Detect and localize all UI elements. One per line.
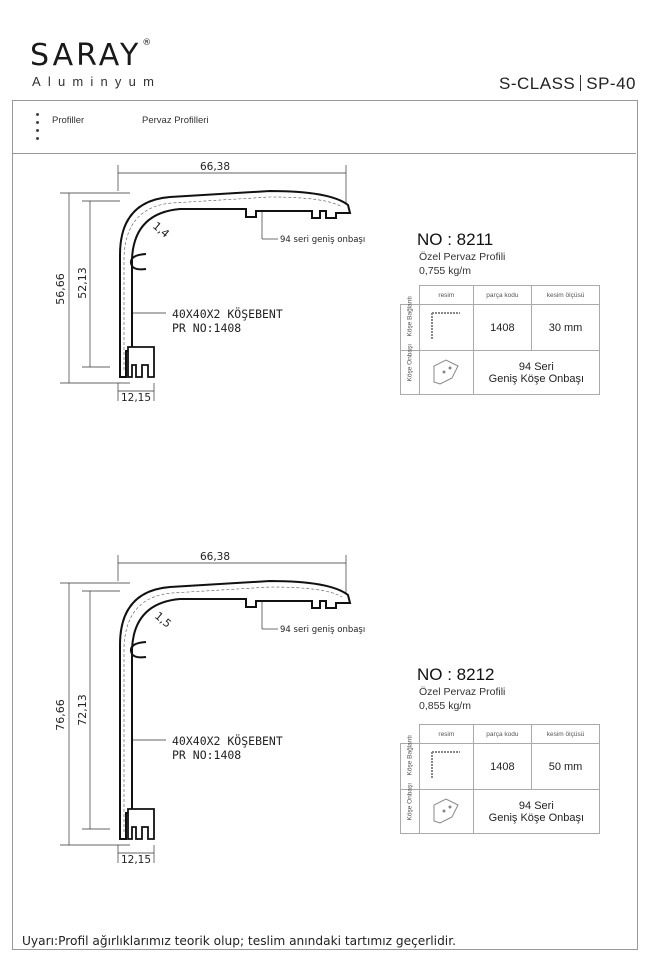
series-code: SP-40 [586, 74, 636, 93]
dim-height-inner: 52,13 [76, 267, 89, 299]
row-label-onbasi: Köşe Onbaşı [406, 782, 414, 821]
label-prno: PR NO:1408 [172, 748, 241, 762]
menu-dots-icon [36, 113, 39, 145]
nav-item-pervaz: Pervaz Profilleri [142, 115, 209, 126]
profile-weight: 0,855 kg/m [419, 700, 471, 712]
profile-name: Özel Pervaz Profili [419, 251, 506, 263]
series-separator [580, 75, 582, 91]
corner-piece-icon [433, 359, 460, 385]
nav-item-profiller: Profiller [52, 115, 85, 126]
dim-width: 66,38 [200, 551, 230, 563]
row-label-onbasi: Köşe Onbaşı [406, 343, 414, 382]
desc-name: Geniş Köşe Onbaşı [488, 811, 585, 824]
part-image [419, 350, 474, 395]
part-image [419, 304, 474, 351]
dim-thickness: 1,4 [150, 219, 172, 240]
angle-bracket-icon [431, 312, 461, 339]
desc-series: 94 Seri [518, 360, 554, 373]
desc-name: Geniş Köşe Onbaşı [488, 372, 585, 385]
dim-height-inner: 72,13 [76, 694, 89, 726]
dim-base: 12,15 [121, 392, 151, 404]
col-kesim: kesim ölçüsü [531, 724, 600, 744]
col-resim: resim [419, 285, 474, 305]
dim-height-outer: 56,66 [54, 273, 67, 305]
label-prno: PR NO:1408 [172, 321, 241, 335]
series-class: S-CLASS [499, 74, 576, 93]
dim-width: 66,38 [200, 161, 230, 173]
desc-series: 94 Seri [518, 799, 554, 812]
note-onbasi: 94 seri geniş onbaşı [280, 235, 365, 245]
angle-bracket-icon [431, 751, 461, 778]
label-kosebent: 40X40X2 KÖŞEBENT [172, 305, 283, 321]
dim-thickness: 1,5 [152, 609, 174, 630]
brand-logo: SARAY® [30, 38, 151, 73]
corner-piece-icon [433, 798, 460, 824]
table-row: Köşe Bağlantı 1408 30 mm [400, 296, 600, 351]
profile-name: Özel Pervaz Profili [419, 686, 506, 698]
table-row: Köşe Onbaşı 94 Seri Geniş Köşe Onbaşı [400, 782, 601, 834]
col-parca-kodu: parça kodu [472, 285, 533, 305]
part-description: 94 Seri Geniş Köşe Onbaşı [472, 789, 601, 834]
dim-height-outer: 76,66 [54, 699, 67, 731]
spec-table-1: resim parça kodu kesim ölçüsü Köşe Bağla… [400, 285, 601, 395]
brand-reg-mark: ® [142, 38, 152, 48]
profile-number: NO : 8211 [417, 230, 494, 249]
note-onbasi: 94 seri geniş onbaşı [280, 625, 365, 635]
cut-size: 30 mm [531, 304, 600, 351]
dim-base: 12,15 [121, 854, 151, 866]
row-label-baglanti: Köşe Bağlantı [406, 296, 414, 337]
part-code: 1408 [472, 743, 533, 790]
cut-size: 50 mm [531, 743, 600, 790]
spec-table-2: resim parça kodu kesim ölçüsü Köşe Bağla… [400, 724, 601, 834]
brand-subtitle: Aluminyum [32, 74, 162, 89]
col-kesim: kesim ölçüsü [531, 285, 600, 305]
profile-number: NO : 8212 [417, 665, 495, 684]
part-image [419, 789, 474, 834]
table-row: Köşe Bağlantı 1408 50 mm [400, 735, 600, 790]
table-row: Köşe Onbaşı 94 Seri Geniş Köşe Onbaşı [400, 343, 601, 395]
series-label: S-CLASS SP-40 [499, 74, 636, 94]
brand-name: SARAY [30, 38, 142, 73]
footer-warning: Uyarı:Profil ağırlıklarımız teorik olup;… [22, 934, 456, 948]
nav-bar [12, 100, 636, 154]
profile-weight: 0,755 kg/m [419, 265, 471, 277]
row-label-baglanti: Köşe Bağlantı [406, 735, 414, 776]
part-image [419, 743, 474, 790]
label-kosebent: 40X40X2 KÖŞEBENT [172, 732, 283, 748]
col-parca-kodu: parça kodu [472, 724, 533, 744]
col-resim: resim [419, 724, 474, 744]
part-description: 94 Seri Geniş Köşe Onbaşı [472, 350, 601, 395]
profile-drawing-2: 66,38 76,66 72,13 1,5 12,15 94 seri geni… [54, 551, 365, 866]
profile-drawing-1: 66,38 56,66 52,13 1,4 12,15 94 seri geni… [54, 161, 365, 404]
part-code: 1408 [472, 304, 533, 351]
page-frame [12, 100, 638, 950]
